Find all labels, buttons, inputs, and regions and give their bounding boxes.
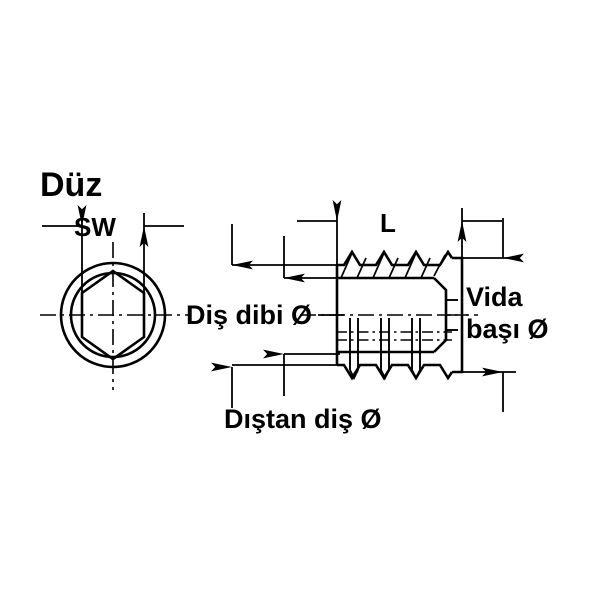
thread-flank-top-4 xyxy=(388,257,399,279)
head-diameter-label-line2: başı Ø xyxy=(466,314,549,344)
head-outer-circle xyxy=(59,261,167,369)
outer-thread-diameter-label: Dıştan diş Ø xyxy=(224,404,382,434)
thread-flank-top-2 xyxy=(356,257,367,279)
internal-thread-tip-1 xyxy=(349,369,359,381)
dimension-head-diameter: Vida başı Ø xyxy=(462,218,549,412)
thread-flank-top-3 xyxy=(372,252,385,279)
dimension-sw: SW xyxy=(42,205,184,300)
side-view xyxy=(300,249,478,381)
thread-flank-top-7 xyxy=(433,254,446,277)
internal-thread-tip-3 xyxy=(411,369,421,381)
thread-flank-top-1 xyxy=(340,252,353,279)
thread-root-diameter-label: Diş dibi Ø xyxy=(186,300,312,330)
thread-flank-top-6 xyxy=(420,257,431,279)
dimension-thread-root-diameter: Diş dibi Ø xyxy=(186,236,344,396)
thread-crest-profile-bottom xyxy=(337,363,454,381)
internal-thread-tip-2 xyxy=(380,369,390,381)
insert-head-flange xyxy=(433,256,468,374)
drawing-title: Düz xyxy=(40,166,102,204)
external-thread-top xyxy=(337,249,454,279)
dimension-outer-thread-diameter: Dıştan diş Ø xyxy=(211,224,382,434)
head-inner-circle xyxy=(69,271,157,359)
thread-flank-top-5 xyxy=(404,252,417,279)
length-label: L xyxy=(380,208,396,238)
external-thread-bottom xyxy=(337,363,454,381)
head-diameter-label-line1: Vida xyxy=(466,282,524,312)
sw-label: SW xyxy=(74,212,116,242)
internal-thread xyxy=(336,318,452,381)
thread-crest-profile-top xyxy=(337,249,454,267)
dimension-length: L xyxy=(297,200,502,272)
front-view xyxy=(40,242,188,390)
